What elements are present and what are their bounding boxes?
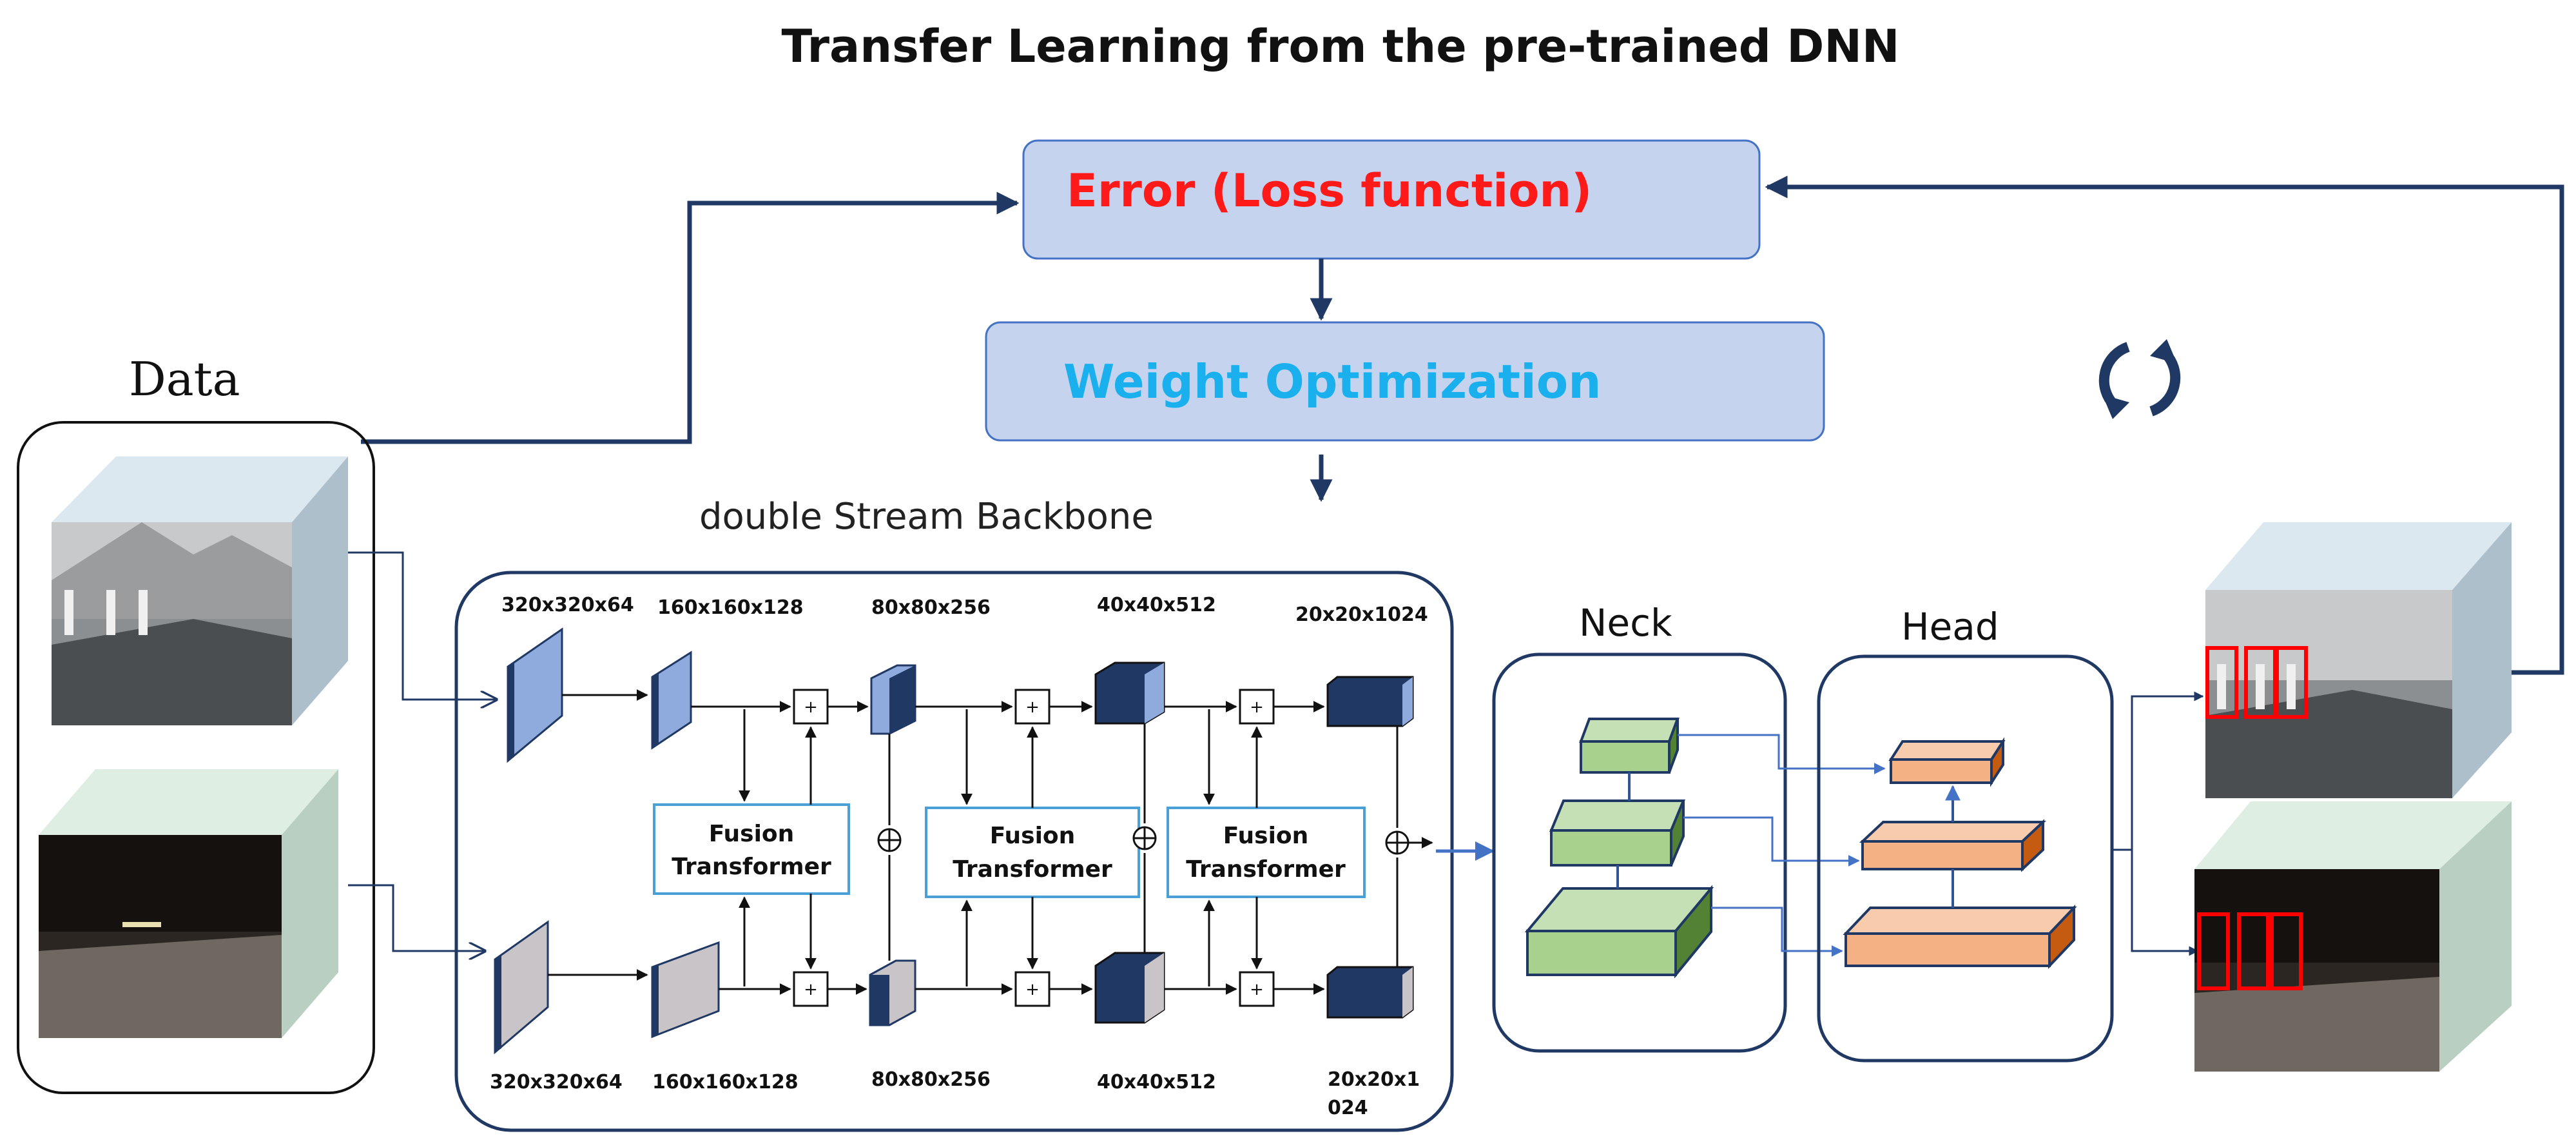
neck-label: Neck (1579, 601, 1672, 645)
bottom-dim-4: 40x40x512 (1097, 1071, 1216, 1093)
top-feature-map-4 (1094, 662, 1165, 725)
top-dim-2: 160x160x128 (657, 596, 804, 619)
top-dim-5: 20x20x1024 (1295, 603, 1428, 626)
fusion-transformer-1-line1: Fusion (709, 821, 795, 847)
bottom-dim-3: 80x80x256 (871, 1068, 991, 1091)
merge-node-3 (1385, 830, 1409, 855)
bottom-add-node-2: + (1014, 971, 1051, 1007)
top-feature-map-1 (507, 627, 563, 763)
top-add-node-2: + (1014, 689, 1051, 725)
merge-node-1 (877, 828, 902, 852)
backbone-label: double Stream Backbone (699, 496, 1154, 538)
head-to-output-arrows (2112, 691, 2204, 956)
bottom-add-node-3: + (1239, 971, 1275, 1007)
top-feature-map-5 (1326, 676, 1414, 727)
svg-text:+: + (1250, 980, 1264, 999)
data-to-loss-arrow (361, 191, 1020, 444)
bottom-add-node-1: + (793, 971, 829, 1007)
head-label: Head (1901, 605, 1999, 649)
svg-text:+: + (1250, 698, 1264, 717)
top-feature-map-2 (651, 651, 692, 750)
bottom-dim-5b: 024 (1328, 1097, 1368, 1119)
merge-node-2 (1132, 826, 1157, 850)
top-add-node-3: + (1239, 689, 1275, 725)
data-container (17, 421, 375, 1094)
fusion-transformer-3-line2: Transformer (1186, 856, 1346, 883)
rgb-input-arrow (348, 884, 485, 951)
top-feature-map-3 (870, 664, 916, 735)
page-title: Transfer Learning from the pre-trained D… (781, 20, 1899, 73)
fusion-transformer-2: Fusion Transformer (925, 807, 1140, 898)
fusion-transformer-2-line2: Transformer (953, 856, 1112, 883)
fusion-transformer-3: Fusion Transformer (1167, 807, 1366, 898)
rgb-output-image (2194, 801, 2512, 1072)
bottom-dim-1: 320x320x64 (490, 1071, 623, 1093)
fusion-transformer-1-line2: Transformer (672, 854, 831, 880)
thermal-output-image (2205, 522, 2512, 798)
svg-text:+: + (804, 980, 818, 999)
bottom-feature-map-2 (651, 941, 720, 1039)
neck-block-2 (1549, 799, 1685, 867)
fusion-transformer-3-line1: Fusion (1223, 823, 1309, 849)
head-block-2 (1859, 819, 2047, 872)
svg-text:+: + (1025, 980, 1040, 999)
cycle-arrows-icon (2098, 339, 2181, 419)
loss-function-label: Error (Loss function) (1067, 164, 1592, 217)
top-add-node-1: + (793, 689, 829, 725)
bottom-dim-5a: 20x20x1 (1328, 1068, 1420, 1091)
weight-optimization-label: Weight Optimization (1063, 355, 1602, 409)
bottom-dim-2: 160x160x128 (652, 1071, 799, 1093)
thermal-input-arrow (348, 551, 496, 700)
bottom-feature-map-1 (494, 920, 549, 1055)
bottom-feature-map-5 (1326, 966, 1414, 1019)
head-block-3 (1843, 904, 2077, 970)
thermal-input-image (52, 456, 348, 725)
svg-text:+: + (804, 698, 818, 717)
backbone-connections (548, 689, 1433, 995)
head-container (1817, 654, 2114, 1063)
fusion-transformer-1: Fusion Transformer (653, 803, 850, 895)
bottom-feature-map-4 (1094, 952, 1165, 1024)
neck-to-head-arrows (1678, 734, 1886, 957)
weight-optimization-box: Weight Optimization (985, 321, 1825, 442)
top-dim-1: 320x320x64 (501, 594, 634, 616)
top-dim-3: 80x80x256 (871, 596, 991, 619)
rgb-input-image (39, 769, 338, 1038)
svg-text:+: + (1025, 698, 1040, 717)
data-label: Data (129, 352, 240, 406)
neck-block-1 (1579, 718, 1680, 774)
top-dim-4: 40x40x512 (1097, 594, 1216, 616)
loss-function-box: Error (Loss function) (1022, 139, 1761, 260)
fusion-transformer-2-line1: Fusion (990, 823, 1076, 849)
head-block-1 (1888, 737, 2006, 787)
neck-container (1492, 652, 1787, 1053)
neck-block-3 (1524, 885, 1714, 979)
bottom-feature-map-3 (869, 959, 916, 1026)
